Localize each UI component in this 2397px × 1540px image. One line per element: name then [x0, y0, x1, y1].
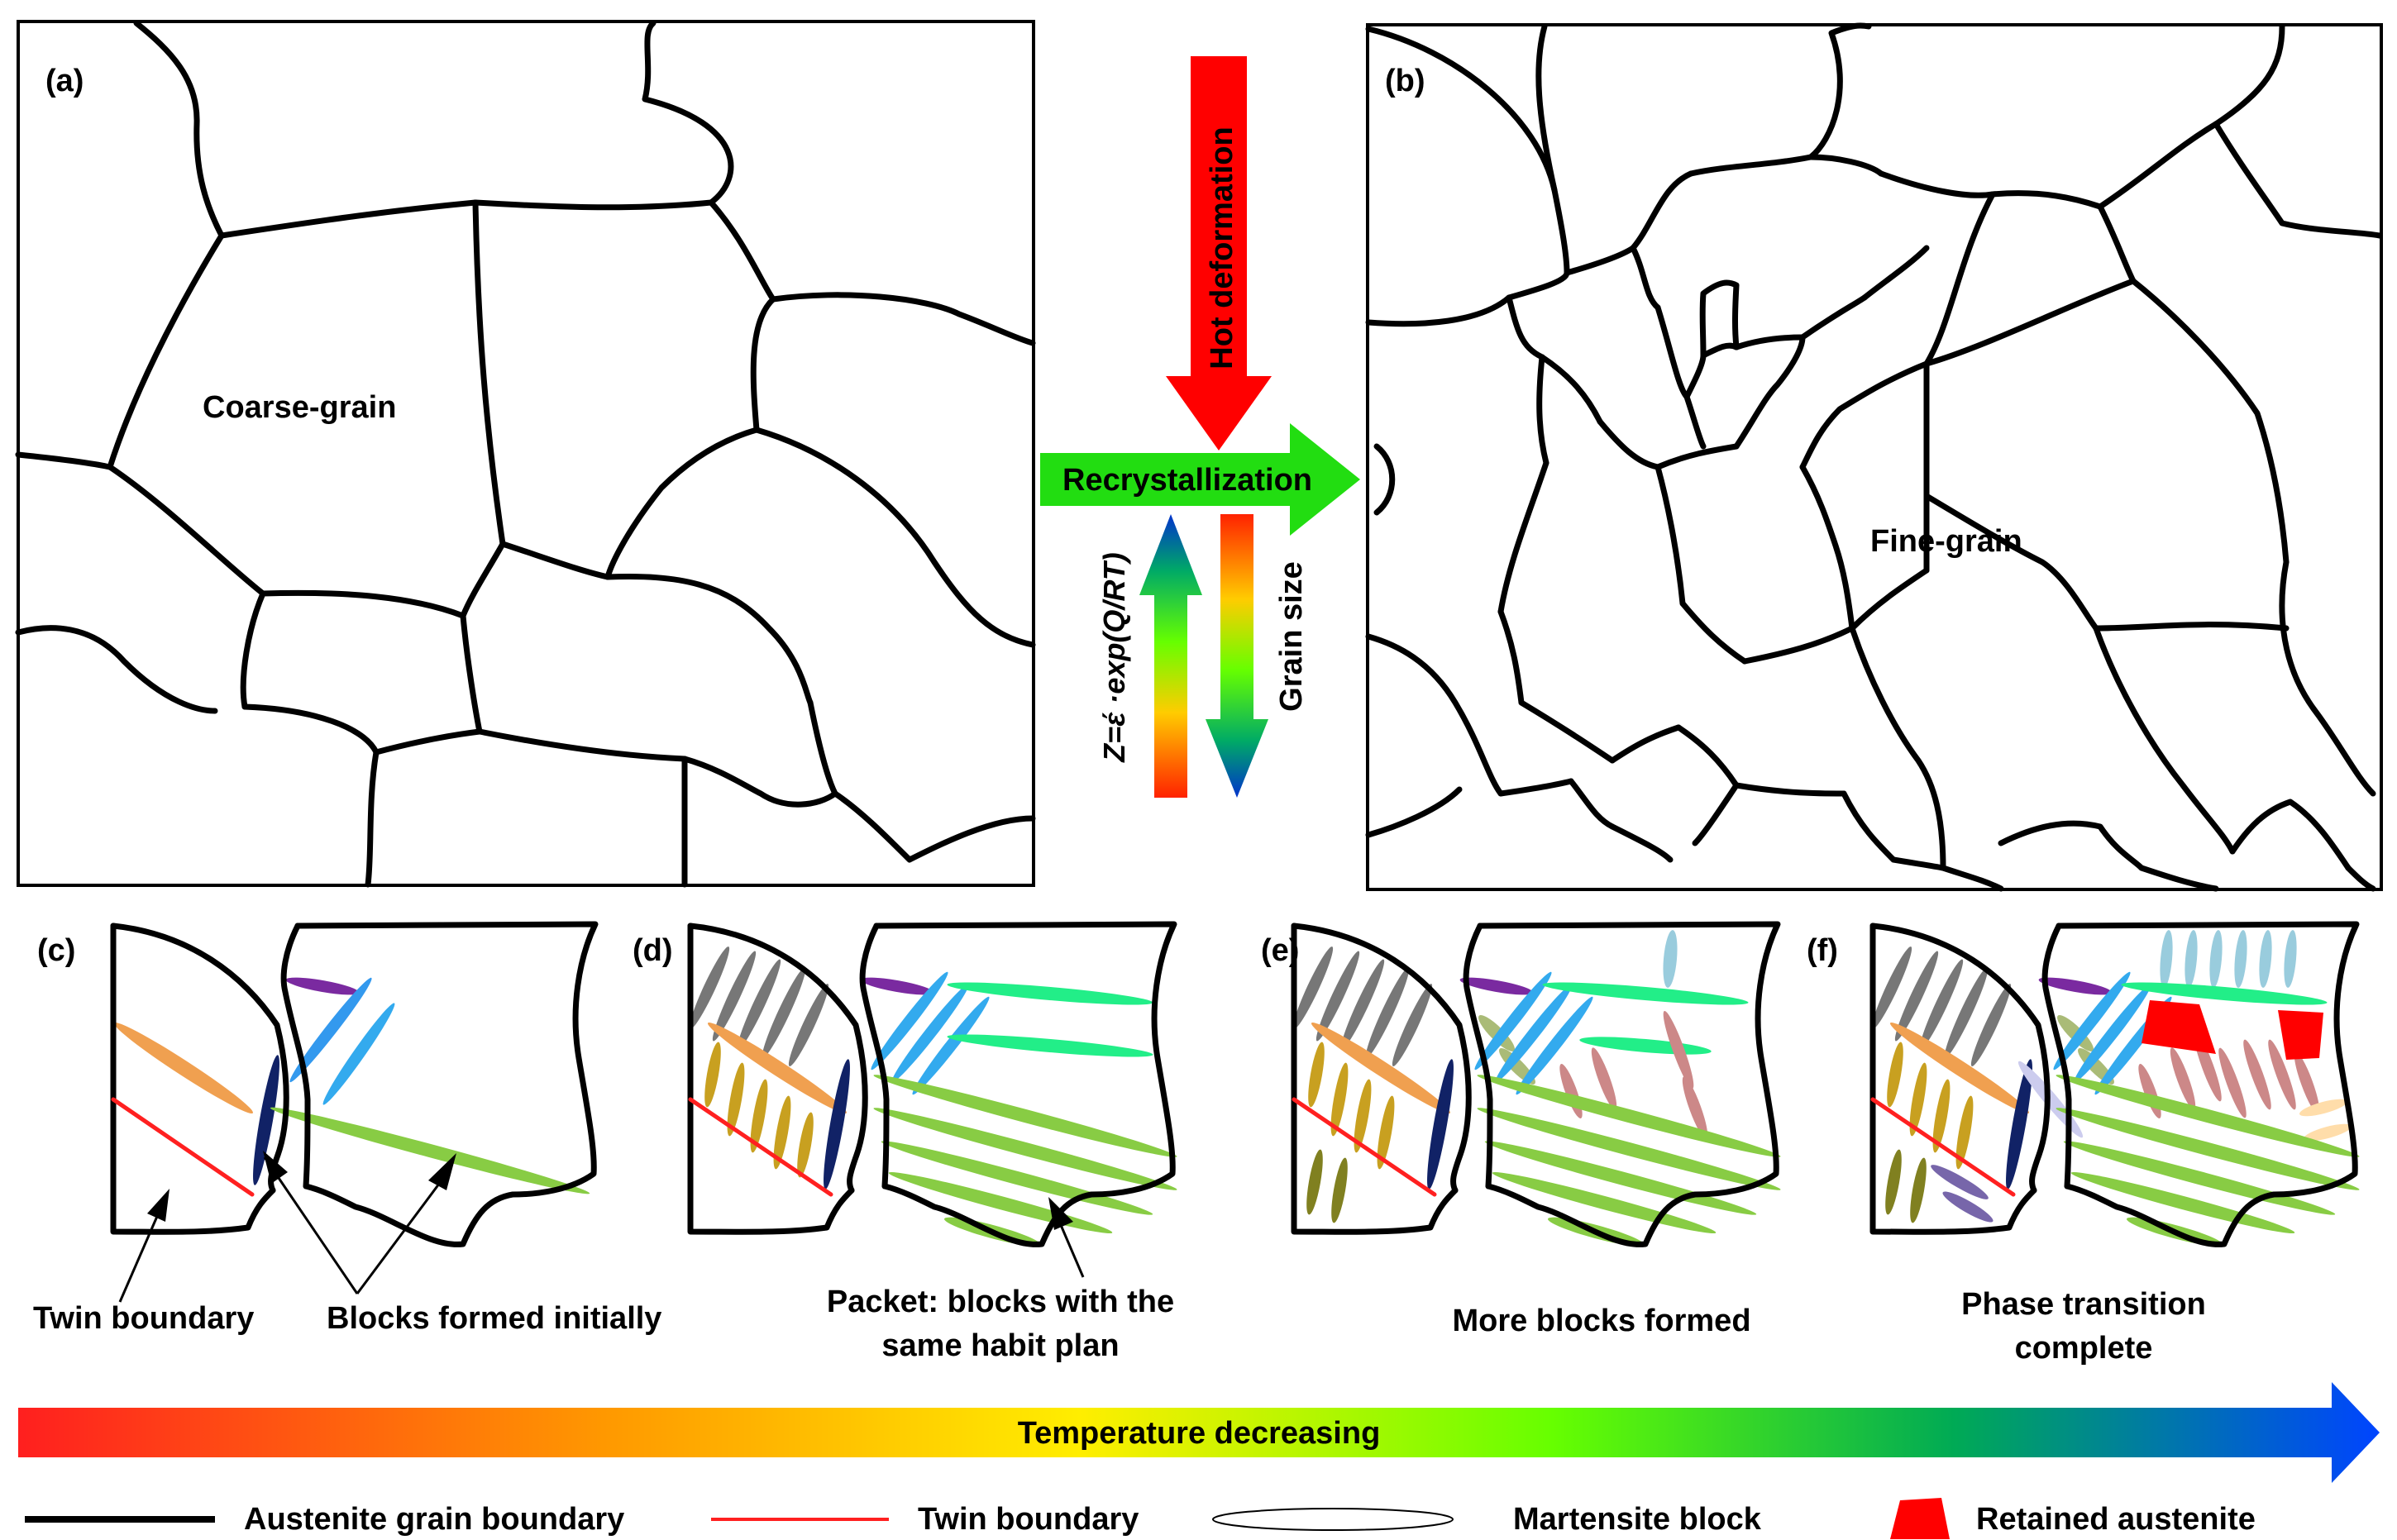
panel-d-pointer — [1048, 1197, 1085, 1278]
panel-d-label: (d) — [633, 933, 673, 968]
panel-f-label: (f) — [1807, 933, 1838, 968]
recrystallization-label: Recrystallization — [1062, 463, 1312, 498]
panel-f-outlines — [1869, 921, 2360, 1247]
panel-e-outlines — [1291, 921, 1781, 1247]
coarse-grain-boundaries — [15, 20, 1036, 888]
phase-transition-annotation-line1: Phase transition — [1961, 1287, 2206, 1322]
panel-a: (a) Coarse-grain — [15, 20, 1036, 888]
center-arrows: Hot deformation Recrystallization Z=έ ·e… — [1040, 56, 1360, 798]
fine-grain-label: Fine-grain — [1870, 524, 2022, 559]
panel-c-arrowheads — [147, 1151, 456, 1222]
legend-martensite-block-swatch — [1212, 1508, 1454, 1531]
grain-size-arrow: Grain size — [1206, 514, 1309, 798]
panel-c-outlines — [110, 921, 599, 1247]
zener-q: Q — [1097, 610, 1131, 633]
retained-austenite-regions — [2142, 1000, 2323, 1060]
panel-c-pointers — [118, 1156, 448, 1303]
panel-c-blocks — [113, 977, 590, 1194]
legend-martensite-block-label: Martensite block — [1513, 1502, 1762, 1537]
grain-size-label: Grain size — [1274, 561, 1309, 712]
panel-a-label: (a) — [45, 64, 84, 98]
hot-deformation-arrow: Hot deformation — [1166, 56, 1272, 451]
panel-d: (d) — [633, 921, 1177, 1363]
panel-b: (b) Fine-grain — [1365, 22, 2383, 892]
legend-twin-boundary-label: Twin boundary — [918, 1502, 1139, 1537]
more-blocks-annotation: More blocks formed — [1452, 1304, 1750, 1338]
zener-strain-rate: έ ·exp( — [1097, 630, 1131, 727]
recrystallization-arrow: Recrystallization — [1040, 423, 1360, 536]
legend: Austenite grain boundary Twin boundary M… — [25, 1498, 2256, 1539]
legend-austenite-gb-label: Austenite grain boundary — [244, 1502, 624, 1537]
coarse-grain-label: Coarse-grain — [203, 390, 396, 425]
twin-boundary-annotation: Twin boundary — [33, 1301, 254, 1336]
zener-rt: RT — [1097, 560, 1131, 601]
zener-parameter-arrow: Z=έ ·exp(Q/RT) — [1097, 514, 1202, 798]
panel-b-label: (b) — [1385, 64, 1425, 98]
packet-annotation-line2: same habit plan — [881, 1328, 1119, 1363]
zener-close: ) — [1097, 552, 1131, 565]
zener-prefix: Z= — [1097, 727, 1131, 763]
phase-transition-annotation-line2: complete — [2015, 1331, 2153, 1366]
panel-f: (f) — [1807, 921, 2360, 1366]
hot-deformation-label: Hot deformation — [1205, 126, 1239, 369]
zener-parameter-label: Z=έ ·exp(Q/RT) — [1097, 552, 1131, 763]
temperature-arrow: Temperature decreasing — [18, 1382, 2380, 1483]
panel-b-frame — [1366, 23, 2383, 891]
panel-d-outlines — [687, 921, 1177, 1247]
temperature-decreasing-label: Temperature decreasing — [1018, 1416, 1381, 1451]
packet-annotation-line1: Packet: blocks with the — [827, 1285, 1174, 1319]
legend-retained-austenite-swatch — [1890, 1498, 1950, 1539]
panel-a-frame — [17, 20, 1035, 887]
panel-c-label: (c) — [37, 933, 75, 968]
panel-e-blocks — [1292, 930, 1781, 1247]
panel-c: (c) Twin boundary Blocks formed i — [33, 921, 661, 1336]
panel-d-blocks — [689, 946, 1177, 1247]
zener-slash: / — [1097, 598, 1131, 612]
fine-grain-boundaries — [1365, 22, 2383, 892]
blocks-formed-initially-annotation: Blocks formed initially — [327, 1301, 661, 1336]
panel-e: (e) — [1261, 921, 1781, 1338]
legend-retained-austenite-label: Retained austenite — [1976, 1502, 2256, 1537]
